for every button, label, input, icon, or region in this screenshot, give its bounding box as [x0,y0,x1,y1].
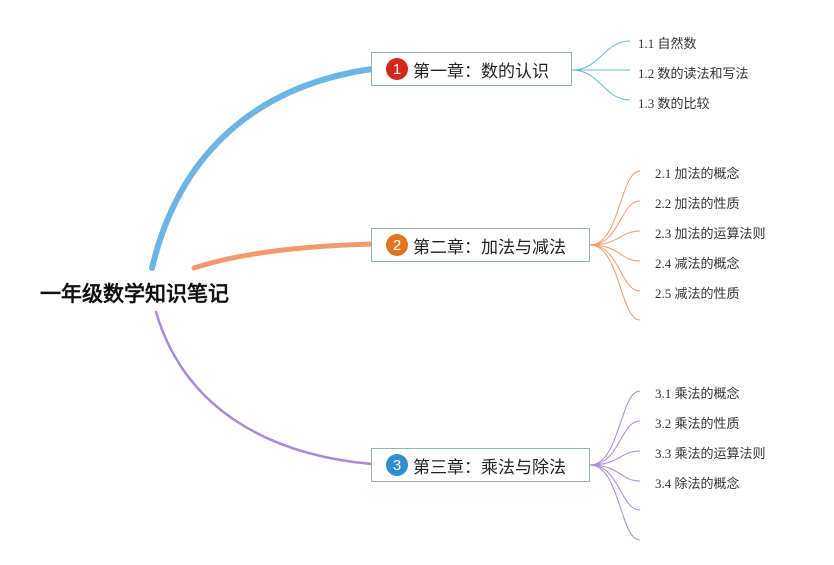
topic-1-1[interactable]: 1.1 自然数 [638,36,697,51]
chapter-3-leaf-connectors [589,390,641,541]
branch-connector-1 [149,66,375,271]
topic-1-3[interactable]: 1.3 数的比较 [638,96,710,111]
chapter-3-node[interactable]: 3 第三章：乘法与除法 [371,448,590,482]
branch-connector-3 [154,310,374,466]
topic-2-1[interactable]: 2.1 加法的概念 [655,166,740,181]
branch-connector-2 [191,241,375,271]
chapter-1-title: 第一章：数的认识 [413,61,549,81]
topic-3-3[interactable]: 3.3 乘法的运算法则 [655,446,766,461]
topic-2-4[interactable]: 2.4 减法的概念 [655,256,740,271]
chapter-2-title: 第二章：加法与减法 [413,237,566,257]
topic-2-2[interactable]: 2.2 加法的性质 [655,196,740,211]
chapter-2-node[interactable]: 2 第二章：加法与减法 [371,228,590,262]
topic-3-2[interactable]: 3.2 乘法的性质 [655,416,740,431]
chapter-3-title: 第三章：乘法与除法 [413,457,566,477]
topic-2-5[interactable]: 2.5 减法的性质 [655,286,740,301]
topic-3-1[interactable]: 3.1 乘法的概念 [655,386,740,401]
chapter-1-leaf-connectors [571,40,631,101]
chapter-1-node[interactable]: 1 第一章：数的认识 [371,52,572,86]
chapter-number-badge: 3 [386,454,408,476]
chapter-2-leaf-connectors [589,170,641,321]
topic-1-2[interactable]: 1.2 数的读法和写法 [638,66,749,81]
chapter-number-badge: 1 [386,58,408,80]
topic-3-4[interactable]: 3.4 除法的概念 [655,476,740,491]
chapter-number-badge: 2 [386,234,408,256]
root-topic[interactable]: 一年级数学知识笔记 [40,283,229,306]
topic-2-3[interactable]: 2.3 加法的运算法则 [655,226,766,241]
